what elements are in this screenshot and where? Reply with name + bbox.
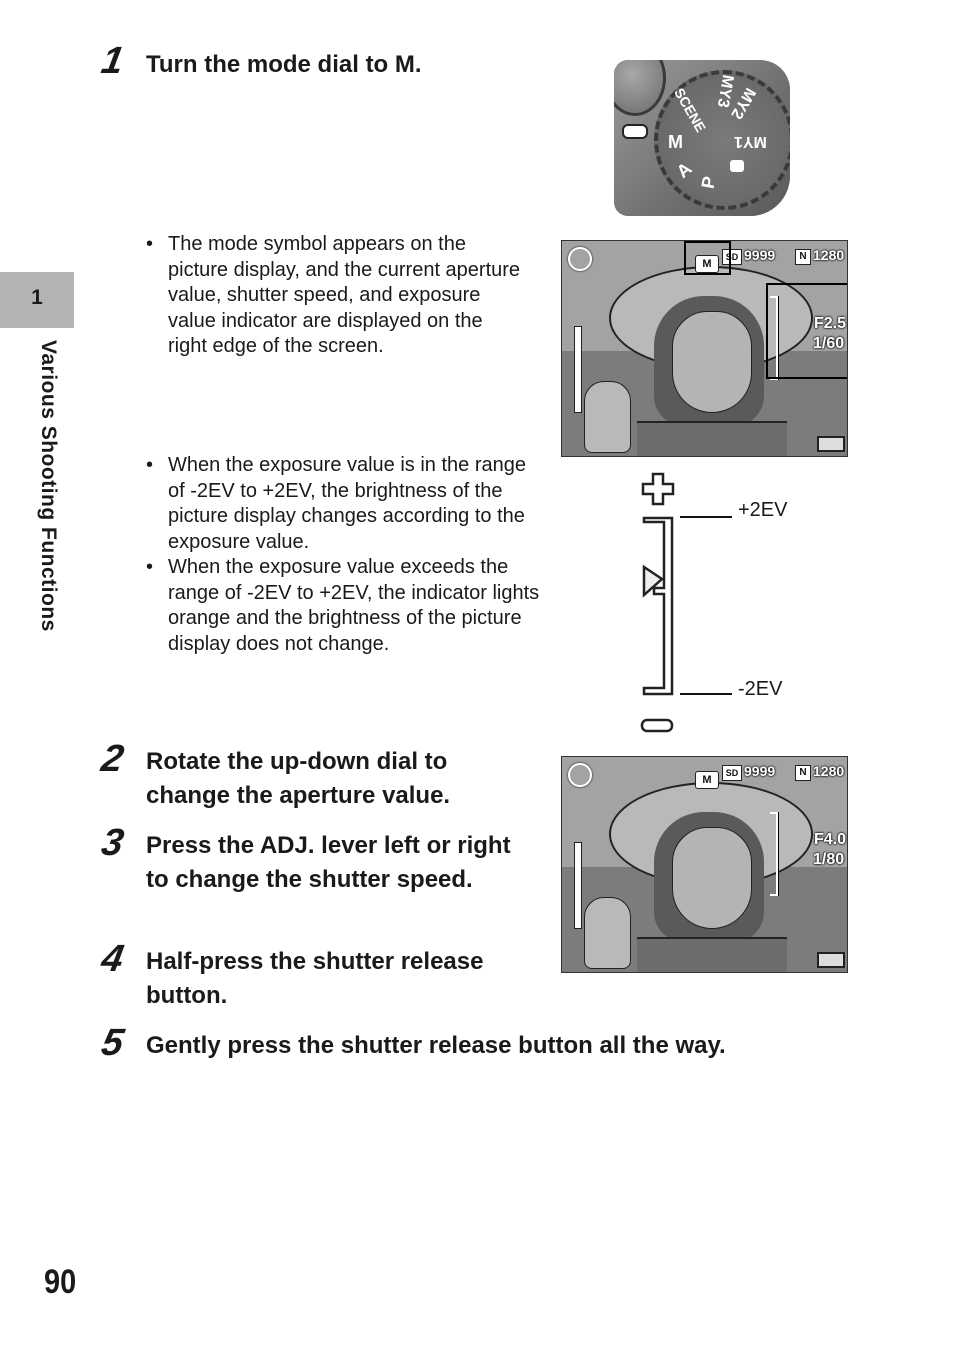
step-number-5: 5 <box>98 1022 127 1064</box>
highlight-exposure-info <box>766 283 847 379</box>
shots-remaining: 9999 <box>744 763 776 779</box>
step-number-1: 1 <box>98 40 127 82</box>
flash-off-icon <box>568 763 592 787</box>
dial-label-p: P <box>697 174 720 191</box>
shutter-speed: 1/60 <box>813 335 845 352</box>
ev-scale-icon <box>642 516 674 696</box>
step-number-2: 2 <box>98 738 127 780</box>
lcd-screen-1: M SD 9999 N 1280 F2.5 1/60 <box>561 240 848 457</box>
aperture-value: F4.0 <box>814 831 847 848</box>
image-size: 1280 <box>813 247 845 263</box>
note-item: The mode symbol appears on the picture d… <box>146 232 526 360</box>
note-item: When the exposure value exceeds the rang… <box>146 555 541 657</box>
ev-indicator-diagram <box>640 472 675 733</box>
dial-camera-icon <box>730 160 744 172</box>
step-text-3: Press the ADJ. lever left or right to ch… <box>146 832 511 893</box>
plus-icon <box>641 472 675 506</box>
quality-icon: N <box>795 765 811 781</box>
chapter-tab <box>0 272 74 328</box>
shots-remaining: 9999 <box>744 247 776 263</box>
dial-label-m: M <box>668 132 683 152</box>
battery-icon <box>817 436 845 452</box>
image-size: 1280 <box>813 763 845 779</box>
zoom-bar-icon <box>574 842 582 929</box>
ev-indicator-icon <box>770 812 778 896</box>
step1-notes: The mode symbol appears on the picture d… <box>146 232 526 360</box>
minus-2ev-leader <box>680 693 732 695</box>
shutter-speed: 1/80 <box>813 851 845 868</box>
mode-dial-wheel: MY3 MY2 MY1 SCENE M A P <box>654 70 790 210</box>
step-text-5: Gently press the shutter release button … <box>146 1032 726 1059</box>
plus-2ev-label: +2EV <box>738 499 788 521</box>
step-number-4: 4 <box>98 938 127 980</box>
sd-card-icon: SD <box>722 249 742 265</box>
minus-icon <box>640 718 674 733</box>
zoom-bar-icon <box>574 326 582 413</box>
dial-label-a: A <box>672 158 696 182</box>
step-text-2: Rotate the up-down dial to change the ap… <box>146 748 451 809</box>
ev-indicator-icon <box>770 296 778 380</box>
indicator-lamp-icon <box>622 124 648 139</box>
ev-pointer-icon <box>642 564 665 598</box>
mode-m-icon: M <box>695 255 719 273</box>
chapter-number: 1 <box>31 286 43 309</box>
step-text-1: Turn the mode dial to M. <box>146 51 422 78</box>
step-text-4: Half-press the shutter release button. <box>146 948 484 1009</box>
plus-2ev-leader <box>680 516 732 518</box>
note-item: When the exposure value is in the range … <box>146 453 541 555</box>
dial-label-my1: MY1 <box>734 133 767 150</box>
minus-2ev-label: -2EV <box>738 678 783 700</box>
dial-label-scene: SCENE <box>671 85 710 135</box>
page-number: 90 <box>44 1263 77 1301</box>
chapter-title: Various Shooting Functions <box>37 340 60 632</box>
mode-m-icon: M <box>695 771 719 789</box>
sd-card-icon: SD <box>722 765 742 781</box>
aperture-value: F2.5 <box>814 315 847 332</box>
mode-dial-illustration: MY3 MY2 MY1 SCENE M A P <box>614 60 790 216</box>
highlight-mode-symbol <box>684 241 731 275</box>
quality-icon: N <box>795 249 811 265</box>
step-number-3: 3 <box>98 822 127 864</box>
ev-notes: When the exposure value is in the range … <box>146 453 541 657</box>
flash-off-icon <box>568 247 592 271</box>
battery-icon <box>817 952 845 968</box>
lcd-screen-2: M SD 9999 N 1280 F4.0 1/80 <box>561 756 848 973</box>
